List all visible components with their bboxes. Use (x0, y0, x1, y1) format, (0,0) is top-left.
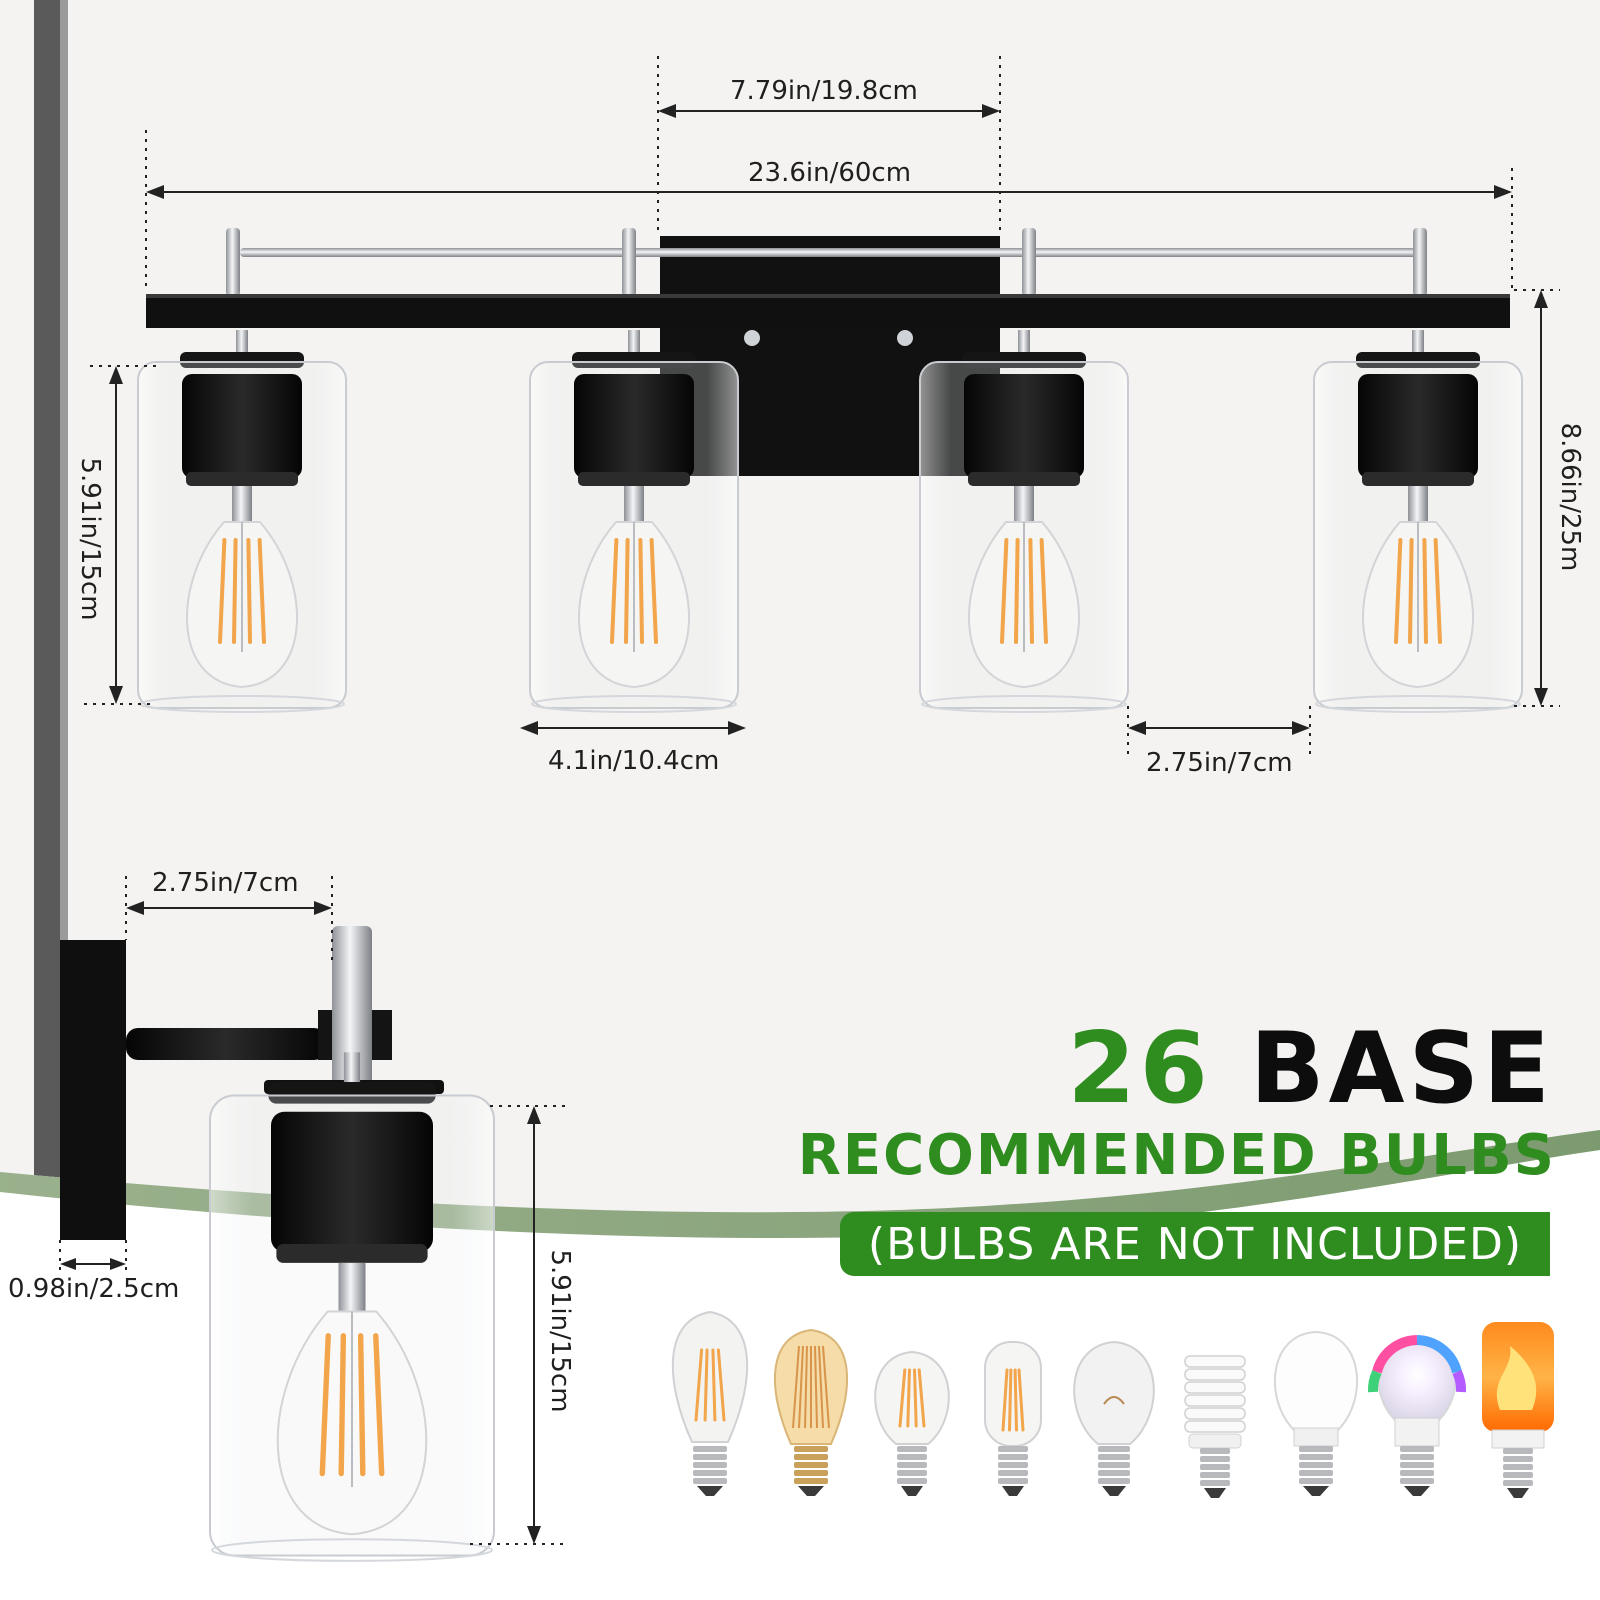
led-a19-bulb-icon (1274, 1330, 1358, 1496)
edison-bulb (1362, 521, 1474, 689)
backplate-depth-label: 0.98in/2.5cm (8, 1274, 180, 1304)
chrome-rail (240, 248, 1420, 257)
socket (182, 374, 302, 486)
backplate-width-label: 7.79in/19.8cm (730, 76, 918, 106)
glass-shade (137, 330, 347, 713)
base-headline: 26 BASE (1067, 1020, 1554, 1118)
glass-shade (529, 330, 739, 713)
side-shade-height-label: 5.91in/15cm (545, 1249, 575, 1413)
chrome-posts (226, 228, 1427, 296)
flame-effect-bulb-icon (1482, 1322, 1554, 1498)
main-bar (146, 294, 1510, 328)
mirror-edge (34, 0, 60, 1180)
side-backplate (60, 940, 126, 1240)
overall-height-label: 8.66in/25m (1555, 422, 1585, 572)
vintage-squirrel-cage-bulb-icon (774, 1328, 848, 1496)
st64-filament-bulb-icon (671, 1310, 749, 1496)
front-shades (137, 330, 1523, 713)
socket (574, 374, 694, 486)
base-word: BASE (1249, 1012, 1554, 1126)
base-number: 26 (1067, 1012, 1212, 1126)
side-shade (209, 1052, 495, 1562)
mounting-screw (897, 330, 913, 346)
incandescent-a19-bulb-icon (1073, 1340, 1155, 1496)
overall-width-label: 23.6in/60cm (748, 158, 912, 188)
glass-shade (209, 1052, 495, 1562)
side-extension-label: 2.75in/7cm (152, 868, 299, 898)
edison-bulb (578, 521, 690, 689)
side-view-fixture (60, 926, 444, 1240)
socket (1358, 374, 1478, 486)
edison-bulb (968, 521, 1080, 689)
shade-gap-label: 2.75in/7cm (1146, 748, 1293, 778)
edison-bulb (186, 521, 298, 689)
spiral-cfl-bulb-icon (1184, 1355, 1246, 1498)
glass-shade (1313, 330, 1523, 713)
t45-tubular-filament-bulb-icon (984, 1341, 1042, 1496)
a19-filament-bulb-icon (874, 1350, 950, 1496)
dimension-lines (59, 56, 1560, 1545)
shade-diameter-label: 4.1in/10.4cm (548, 746, 720, 776)
socket (271, 1111, 433, 1263)
bulbs-not-included-text: (BULBS ARE NOT INCLUDED) (867, 1218, 1523, 1270)
rgb-color-bulb-icon (1367, 1335, 1467, 1496)
shade-height-label: 5.91in/15cm (75, 457, 105, 621)
socket (964, 374, 1084, 486)
recommended-bulbs-row (671, 1310, 1554, 1498)
side-arm (126, 1028, 326, 1060)
recommended-bulbs-title: RECOMMENDED BULBS (797, 1123, 1556, 1188)
bulbs-not-included-banner: (BULBS ARE NOT INCLUDED) (840, 1212, 1550, 1276)
glass-shade (919, 330, 1129, 713)
dimension-arrowheads (60, 104, 1548, 1544)
mounting-screw (744, 330, 760, 346)
edison-bulb (276, 1310, 428, 1536)
side-chrome-post (332, 926, 372, 1086)
